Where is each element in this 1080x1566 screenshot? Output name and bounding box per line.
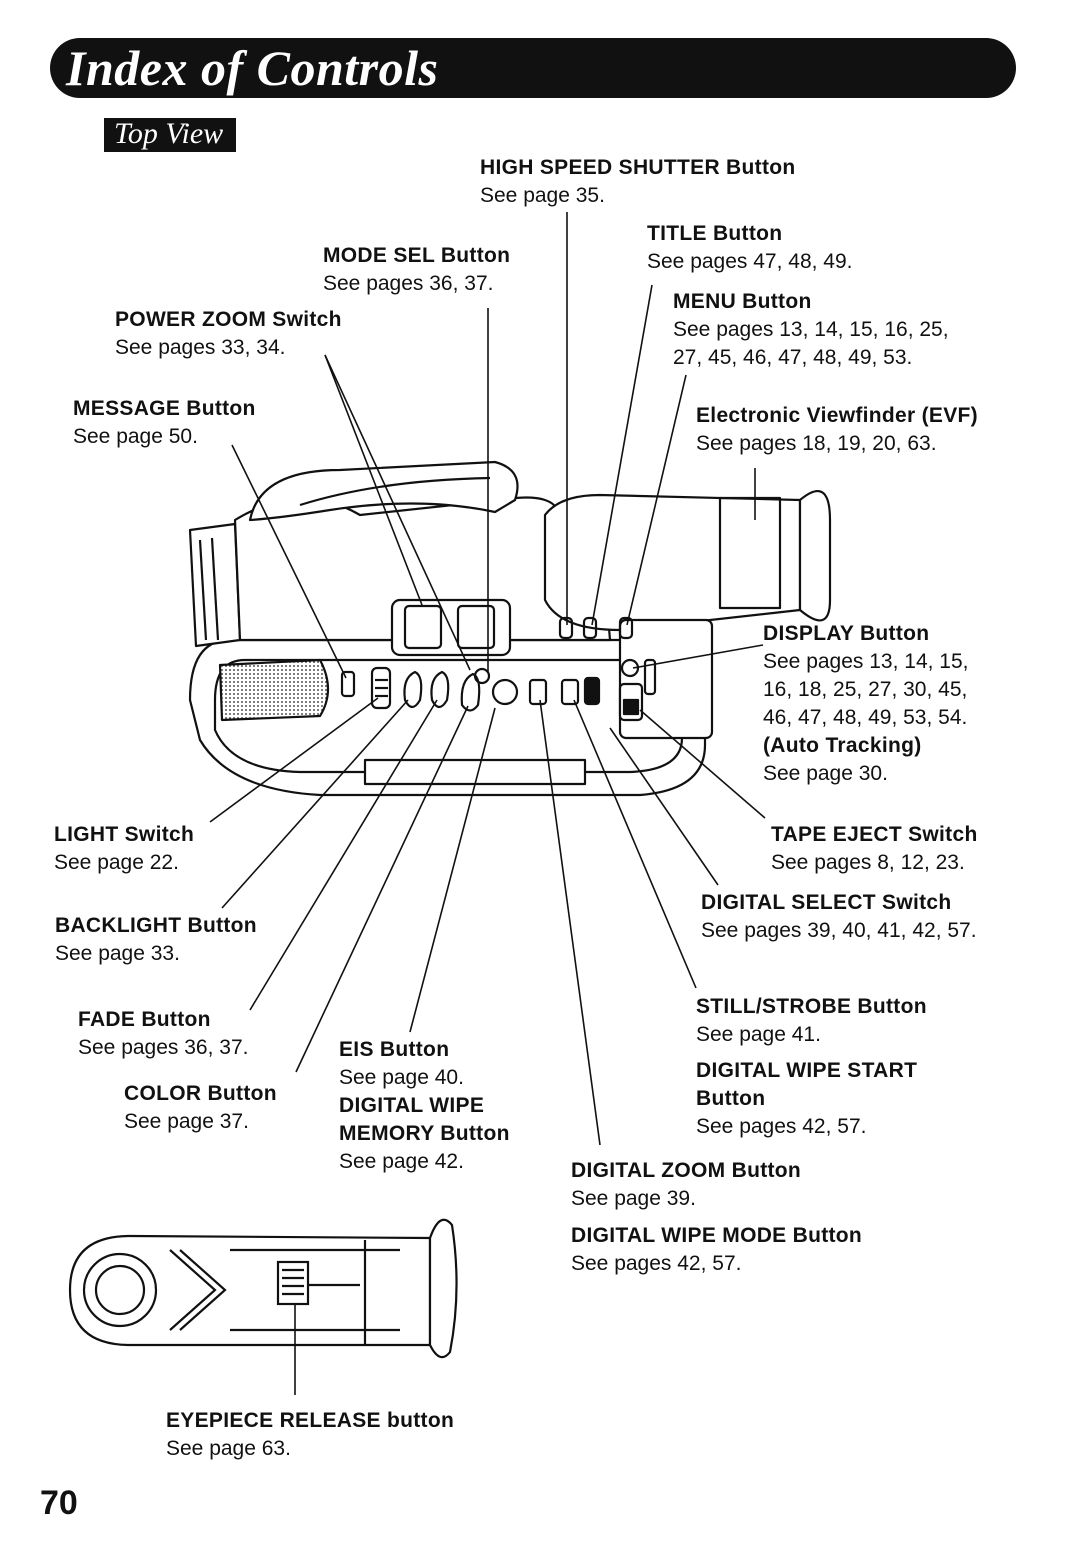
- label-ref: See page 50.: [73, 425, 198, 448]
- label-ref: See pages 47, 48, 49.: [647, 250, 853, 273]
- label-display-button: DISPLAY Button See pages 13, 14, 15, 16,…: [763, 620, 969, 788]
- label-ref: 27, 45, 46, 47, 48, 49, 53.: [673, 346, 913, 369]
- label-name: POWER ZOOM Switch: [115, 308, 342, 331]
- label-ref: See page 22.: [54, 851, 179, 874]
- label-name: COLOR Button: [124, 1082, 277, 1105]
- label-ref: See pages 8, 12, 23.: [771, 851, 965, 874]
- label-ref: See pages 13, 14, 15,: [763, 650, 969, 673]
- label-high-speed-shutter: HIGH SPEED SHUTTER Button See page 35.: [480, 154, 796, 210]
- camcorder-illustration: [188, 460, 832, 797]
- label-mode-sel: MODE SEL Button See pages 36, 37.: [323, 242, 510, 298]
- label-ref: See pages 36, 37.: [78, 1036, 249, 1059]
- label-name: Electronic Viewfinder (EVF): [696, 404, 978, 427]
- section-title: Top View: [114, 117, 224, 150]
- label-digital-wipe-start: DIGITAL WIPE START Button See pages 42, …: [696, 1057, 917, 1141]
- label-tape-eject: TAPE EJECT Switch See pages 8, 12, 23.: [771, 821, 978, 877]
- label-ref: See pages 39, 40, 41, 42, 57.: [701, 919, 977, 942]
- label-fade-button: FADE Button See pages 36, 37.: [78, 1006, 248, 1062]
- label-name: MENU Button: [673, 290, 812, 313]
- page-title: Index of Controls: [66, 40, 439, 96]
- label-name: DIGITAL WIPE: [339, 1094, 485, 1117]
- label-name: DIGITAL WIPE MODE Button: [571, 1224, 863, 1247]
- label-name: BACKLIGHT Button: [55, 914, 257, 937]
- label-eis-button: EIS Button See page 40.: [339, 1036, 464, 1092]
- label-name: DIGITAL SELECT Switch: [701, 891, 952, 914]
- label-ref: See page 63.: [166, 1437, 291, 1460]
- section-tag: [104, 118, 236, 152]
- label-name: EYEPIECE RELEASE button: [166, 1409, 455, 1432]
- label-digital-wipe-memory: DIGITAL WIPE MEMORY Button See page 42.: [339, 1092, 510, 1176]
- label-name: FADE Button: [78, 1008, 211, 1031]
- label-evf: Electronic Viewfinder (EVF) See pages 18…: [696, 402, 978, 458]
- eyepiece-illustration: [68, 1218, 458, 1359]
- label-title-button: TITLE Button See pages 47, 48, 49.: [647, 220, 853, 276]
- label-eyepiece-release: EYEPIECE RELEASE button See page 63.: [166, 1407, 454, 1463]
- label-ref: 16, 18, 25, 27, 30, 45,: [763, 678, 968, 701]
- label-name: STILL/STROBE Button: [696, 995, 927, 1018]
- label-ref: See page 42.: [339, 1150, 464, 1173]
- label-ref: See page 35.: [480, 184, 605, 207]
- page-number: 70: [40, 1484, 78, 1522]
- leader-lines: [209, 212, 766, 1395]
- label-power-zoom: POWER ZOOM Switch See pages 33, 34.: [115, 306, 342, 362]
- label-name: LIGHT Switch: [54, 823, 195, 846]
- label-name: DIGITAL WIPE START: [696, 1059, 918, 1082]
- label-ref: See page 30.: [763, 762, 888, 785]
- label-ref: See page 37.: [124, 1110, 249, 1133]
- label-digital-wipe-mode: DIGITAL WIPE MODE Button See pages 42, 5…: [571, 1222, 862, 1278]
- label-ref: See pages 42, 57.: [571, 1252, 742, 1275]
- label-message-button: MESSAGE Button See page 50.: [73, 395, 256, 451]
- label-digital-select: DIGITAL SELECT Switch See pages 39, 40, …: [701, 889, 977, 945]
- label-light-switch: LIGHT Switch See page 22.: [54, 821, 194, 877]
- label-ref: See pages 18, 19, 20, 63.: [696, 432, 937, 455]
- label-ref: See page 39.: [571, 1187, 696, 1210]
- label-menu-button: MENU Button See pages 13, 14, 15, 16, 25…: [673, 288, 949, 372]
- label-name: DISPLAY Button: [763, 622, 930, 645]
- label-name: MODE SEL Button: [323, 244, 511, 267]
- label-ref: See page 33.: [55, 942, 180, 965]
- label-name: MESSAGE Button: [73, 397, 256, 420]
- label-name: (Auto Tracking): [763, 734, 922, 757]
- label-ref: See pages 33, 34.: [115, 336, 286, 359]
- label-name: EIS Button: [339, 1038, 450, 1061]
- label-ref: See pages 13, 14, 15, 16, 25,: [673, 318, 949, 341]
- label-ref: See pages 36, 37.: [323, 272, 494, 295]
- label-name: DIGITAL ZOOM Button: [571, 1159, 802, 1182]
- label-name: HIGH SPEED SHUTTER Button: [480, 156, 796, 179]
- label-ref: See page 40.: [339, 1066, 464, 1089]
- label-backlight-button: BACKLIGHT Button See page 33.: [55, 912, 257, 968]
- label-name: MEMORY Button: [339, 1122, 510, 1145]
- label-name: TAPE EJECT Switch: [771, 823, 978, 846]
- label-still-strobe: STILL/STROBE Button See page 41.: [696, 993, 927, 1049]
- label-ref: 46, 47, 48, 49, 53, 54.: [763, 706, 968, 729]
- label-color-button: COLOR Button See page 37.: [124, 1080, 277, 1136]
- title-banner: [50, 38, 1016, 98]
- label-ref: See pages 42, 57.: [696, 1115, 867, 1138]
- label-ref: See page 41.: [696, 1023, 821, 1046]
- label-name: TITLE Button: [647, 222, 783, 245]
- label-name: Button: [696, 1087, 766, 1110]
- label-digital-zoom: DIGITAL ZOOM Button See page 39.: [571, 1157, 801, 1213]
